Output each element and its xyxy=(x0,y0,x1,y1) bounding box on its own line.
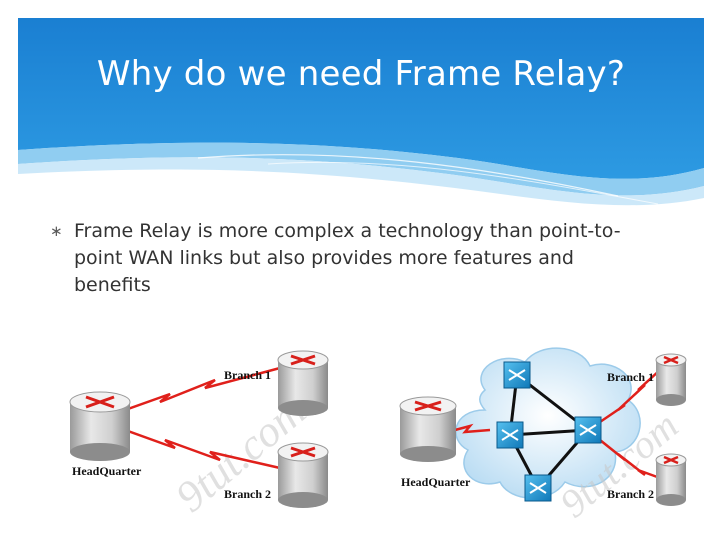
link-hq-branch1 xyxy=(124,366,281,412)
frame-relay-switch-icon xyxy=(503,361,531,389)
link-cloud-branch2 xyxy=(599,439,661,480)
frame-relay-switch-icon xyxy=(496,421,524,449)
headquarter-router-icon xyxy=(69,391,131,461)
banner-background xyxy=(18,18,704,206)
bullet-text: Frame Relay is more complex a technology… xyxy=(74,220,621,296)
branch1-router-icon xyxy=(277,350,329,416)
branch2-router-icon xyxy=(655,453,687,506)
left-diagram: 9tut.com HeadQuarter Branch 1 xyxy=(69,350,329,522)
title-banner xyxy=(18,18,704,208)
link-cloud-branch1 xyxy=(599,369,661,424)
headquarter-router-icon xyxy=(399,396,457,462)
frame-relay-switch-icon xyxy=(524,474,552,502)
right-branch1-label: Branch 1 xyxy=(607,370,654,384)
left-branch1-label: Branch 1 xyxy=(224,368,271,382)
slide-title: Why do we need Frame Relay? xyxy=(96,54,626,94)
frame-relay-switch-icon xyxy=(574,416,602,444)
right-diagram: 9tut.com xyxy=(399,347,687,526)
frame-relay-diagram: 9tut.com HeadQuarter Branch 1 xyxy=(69,347,687,526)
branch1-router-icon xyxy=(655,353,687,406)
right-branch2-label: Branch 2 xyxy=(607,487,654,501)
left-headquarter-label: HeadQuarter xyxy=(72,464,142,478)
link-hq-branch2 xyxy=(124,428,281,470)
bullet-item: ∗ Frame Relay is more complex a technolo… xyxy=(50,218,634,299)
branch2-router-icon xyxy=(277,442,329,508)
right-headquarter-label: HeadQuarter xyxy=(401,475,471,489)
left-branch2-label: Branch 2 xyxy=(224,487,271,501)
link-hq-cloud xyxy=(454,423,491,434)
bullet-icon: ∗ xyxy=(50,222,63,240)
frame-relay-cloud xyxy=(455,347,641,499)
